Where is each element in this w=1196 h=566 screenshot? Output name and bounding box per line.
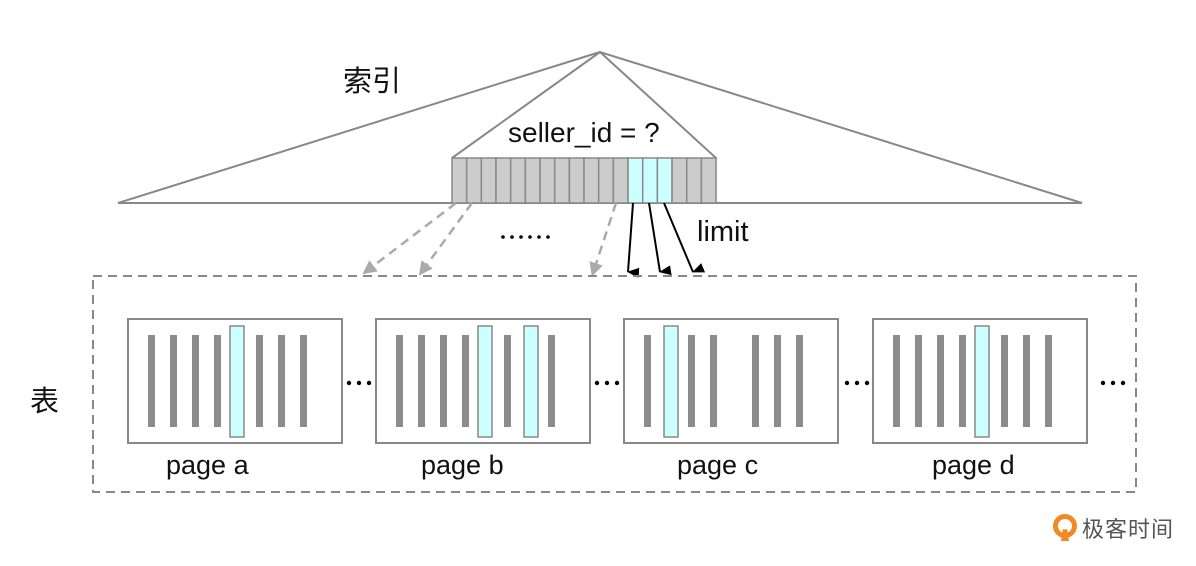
matched-row [523,325,539,438]
index-entry [583,157,600,204]
matched-row [477,325,493,438]
page-a-label: page a [166,450,249,480]
row [148,335,155,427]
row [644,335,651,427]
index-entry [671,157,688,204]
matched-row [229,325,245,438]
row [688,335,695,427]
index-entry-matched [656,157,673,204]
index-entry [539,157,556,204]
row [1001,335,1008,427]
row [796,335,803,427]
watermark: 极客时间 [1052,512,1174,544]
row [915,335,922,427]
watermark-text: 极客时间 [1082,518,1175,543]
limit-arrow-2 [648,202,672,276]
page-a [127,318,343,444]
matched-row [663,325,679,438]
index-entry [612,157,629,204]
row [893,335,900,427]
row [300,335,307,427]
page-c [623,318,839,444]
page-b-label: page b [421,450,504,480]
dashed-arrow-to-page-a-2 [418,202,474,276]
table-pages [127,318,1088,444]
index-entry-matched [641,157,659,204]
limit-label: limit [697,216,749,248]
row [1045,335,1052,427]
row [214,335,221,427]
row [774,335,781,427]
limit-arrow-1 [627,202,640,278]
row [937,335,944,427]
index-entry [685,157,703,204]
row [256,335,263,427]
row [752,335,759,427]
index-entry [568,157,585,204]
mid-ellipsis [501,235,550,239]
row [440,335,447,427]
index-entry [495,157,512,204]
index-label: 索引 [343,64,402,98]
row [278,335,285,427]
index-entry-matched [627,157,644,204]
dashed-arrow-to-page-a [362,202,457,275]
row [710,335,717,427]
page-d [872,318,1088,444]
page-gap-ellipsis-4 [1100,380,1126,386]
geektime-logo-icon [1053,514,1077,541]
row [170,335,177,427]
index-tree-inner-right-edge [599,51,717,159]
page-gap-ellipsis-3 [844,380,870,386]
row [396,335,403,427]
index-entry [597,157,615,204]
index-entry [509,157,527,204]
page-gap-ellipsis-2 [594,380,620,386]
page-c-label: page c [677,450,759,480]
row [504,335,511,427]
page-d-label: page d [932,450,1015,480]
index-entry [465,157,483,204]
dashed-arrow-to-page-b [589,202,618,277]
row [1023,335,1030,427]
index-tree-inner-left-edge [451,51,601,159]
index-entry [524,157,541,204]
page-b [375,318,591,444]
row [548,335,555,427]
row [462,335,469,427]
row [959,335,966,427]
index-entry [700,157,717,204]
page-box [623,318,839,444]
index-entry [553,157,571,204]
row [192,335,199,427]
page-gap-ellipsis-1 [346,380,372,386]
matched-row [974,325,990,438]
table-label: 表 [30,384,60,418]
condition-label: seller_id = ? [508,117,660,148]
row [418,335,425,427]
limit-arrow-3 [663,202,706,273]
index-leaf-bar [451,157,717,204]
index-entry [480,157,497,204]
index-entry [451,157,468,204]
